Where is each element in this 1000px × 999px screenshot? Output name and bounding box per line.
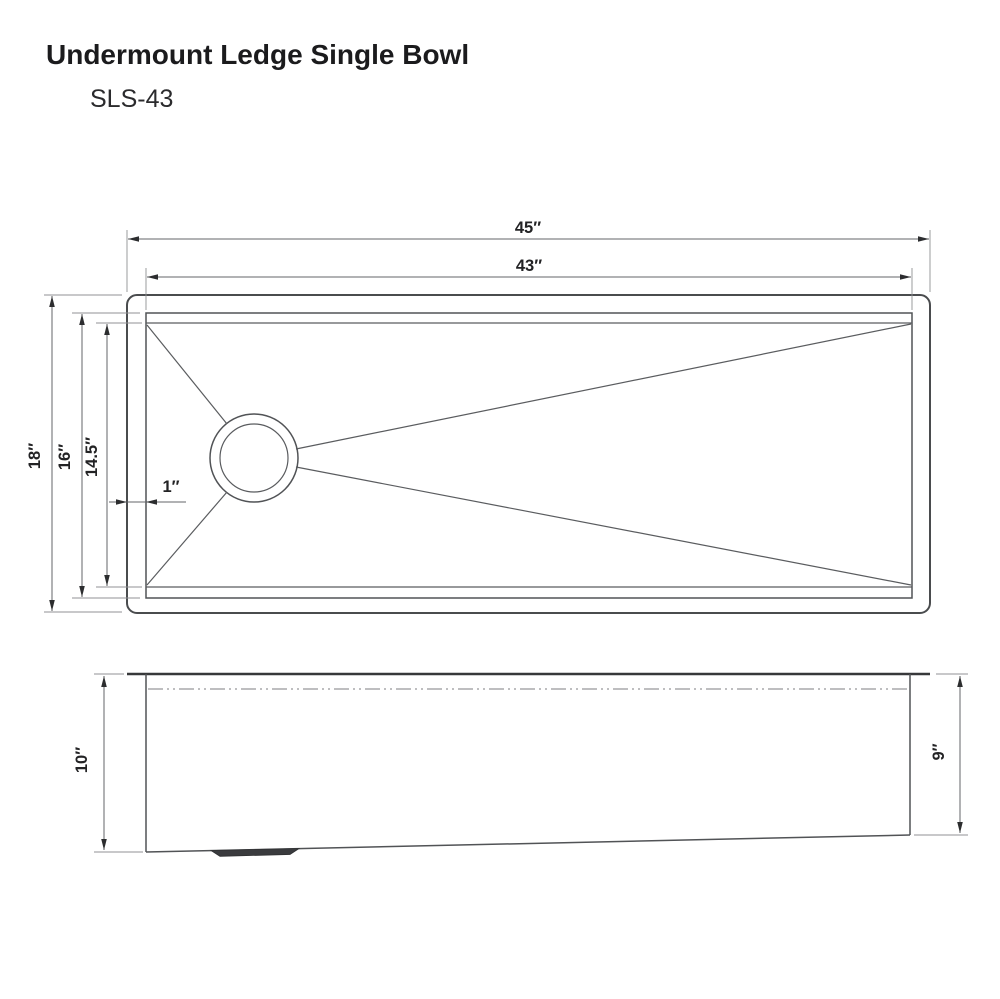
dimension-bowl-bottom-depth: 14.5″ xyxy=(83,322,142,588)
dimension-outer-width: 45″ xyxy=(126,219,931,292)
arrowhead-up xyxy=(101,676,107,687)
arrowhead-right xyxy=(116,499,127,505)
arrowhead-down xyxy=(79,586,85,597)
arrowhead-down xyxy=(49,600,55,611)
slope-line-top-right xyxy=(295,323,912,450)
arrowhead-left xyxy=(146,499,157,505)
arrowhead-down xyxy=(101,839,107,850)
drain-inner-circle xyxy=(219,423,289,493)
slope-line-bottom-right xyxy=(295,466,912,586)
slope-line-bottom-left xyxy=(146,491,228,586)
dimension-side-right-height: 9″ xyxy=(914,673,968,836)
dim-label-side-left-height: 10″ xyxy=(73,747,91,773)
dim-label-outer-depth: 18″ xyxy=(26,443,44,469)
drain-outer-circle xyxy=(209,413,299,503)
dimension-ledge-width: 1″ xyxy=(109,478,186,505)
side-view: 10″ 9″ xyxy=(73,672,968,857)
arrowhead-left xyxy=(147,274,158,280)
arrowhead-up xyxy=(49,296,55,307)
arrowhead-left xyxy=(128,236,139,242)
header: Undermount Ledge Single Bowl SLS-43 xyxy=(46,39,469,113)
arrowhead-right xyxy=(900,274,911,280)
dim-label-inner-width: 43″ xyxy=(516,257,542,275)
dim-label-inner-depth: 16″ xyxy=(56,444,74,470)
drain-flange xyxy=(209,848,301,857)
dim-label-side-right-height: 9″ xyxy=(930,743,948,760)
bowl-opening-outline xyxy=(145,312,913,599)
model-number: SLS-43 xyxy=(90,85,173,113)
dim-label-bowl-bottom-depth: 14.5″ xyxy=(83,437,101,477)
outer-rim-outline xyxy=(126,294,931,614)
dimension-inner-width: 43″ xyxy=(145,257,913,310)
arrowhead-down xyxy=(957,822,963,833)
arrowhead-right xyxy=(918,236,929,242)
dimension-outer-depth: 18″ xyxy=(26,294,122,613)
arrowhead-up xyxy=(957,676,963,687)
arrowhead-up xyxy=(79,314,85,325)
page-title: Undermount Ledge Single Bowl xyxy=(46,39,469,70)
slope-line-top-left xyxy=(146,324,228,425)
top-view: 45″ 43″ 18″ 16″ xyxy=(26,219,931,614)
arrowhead-up xyxy=(104,324,110,335)
arrowhead-down xyxy=(104,575,110,586)
dimension-side-left-height: 10″ xyxy=(73,673,143,853)
dim-label-outer-width: 45″ xyxy=(515,219,541,237)
dimension-inner-depth: 16″ xyxy=(56,312,140,599)
dim-label-ledge-width: 1″ xyxy=(162,478,179,496)
